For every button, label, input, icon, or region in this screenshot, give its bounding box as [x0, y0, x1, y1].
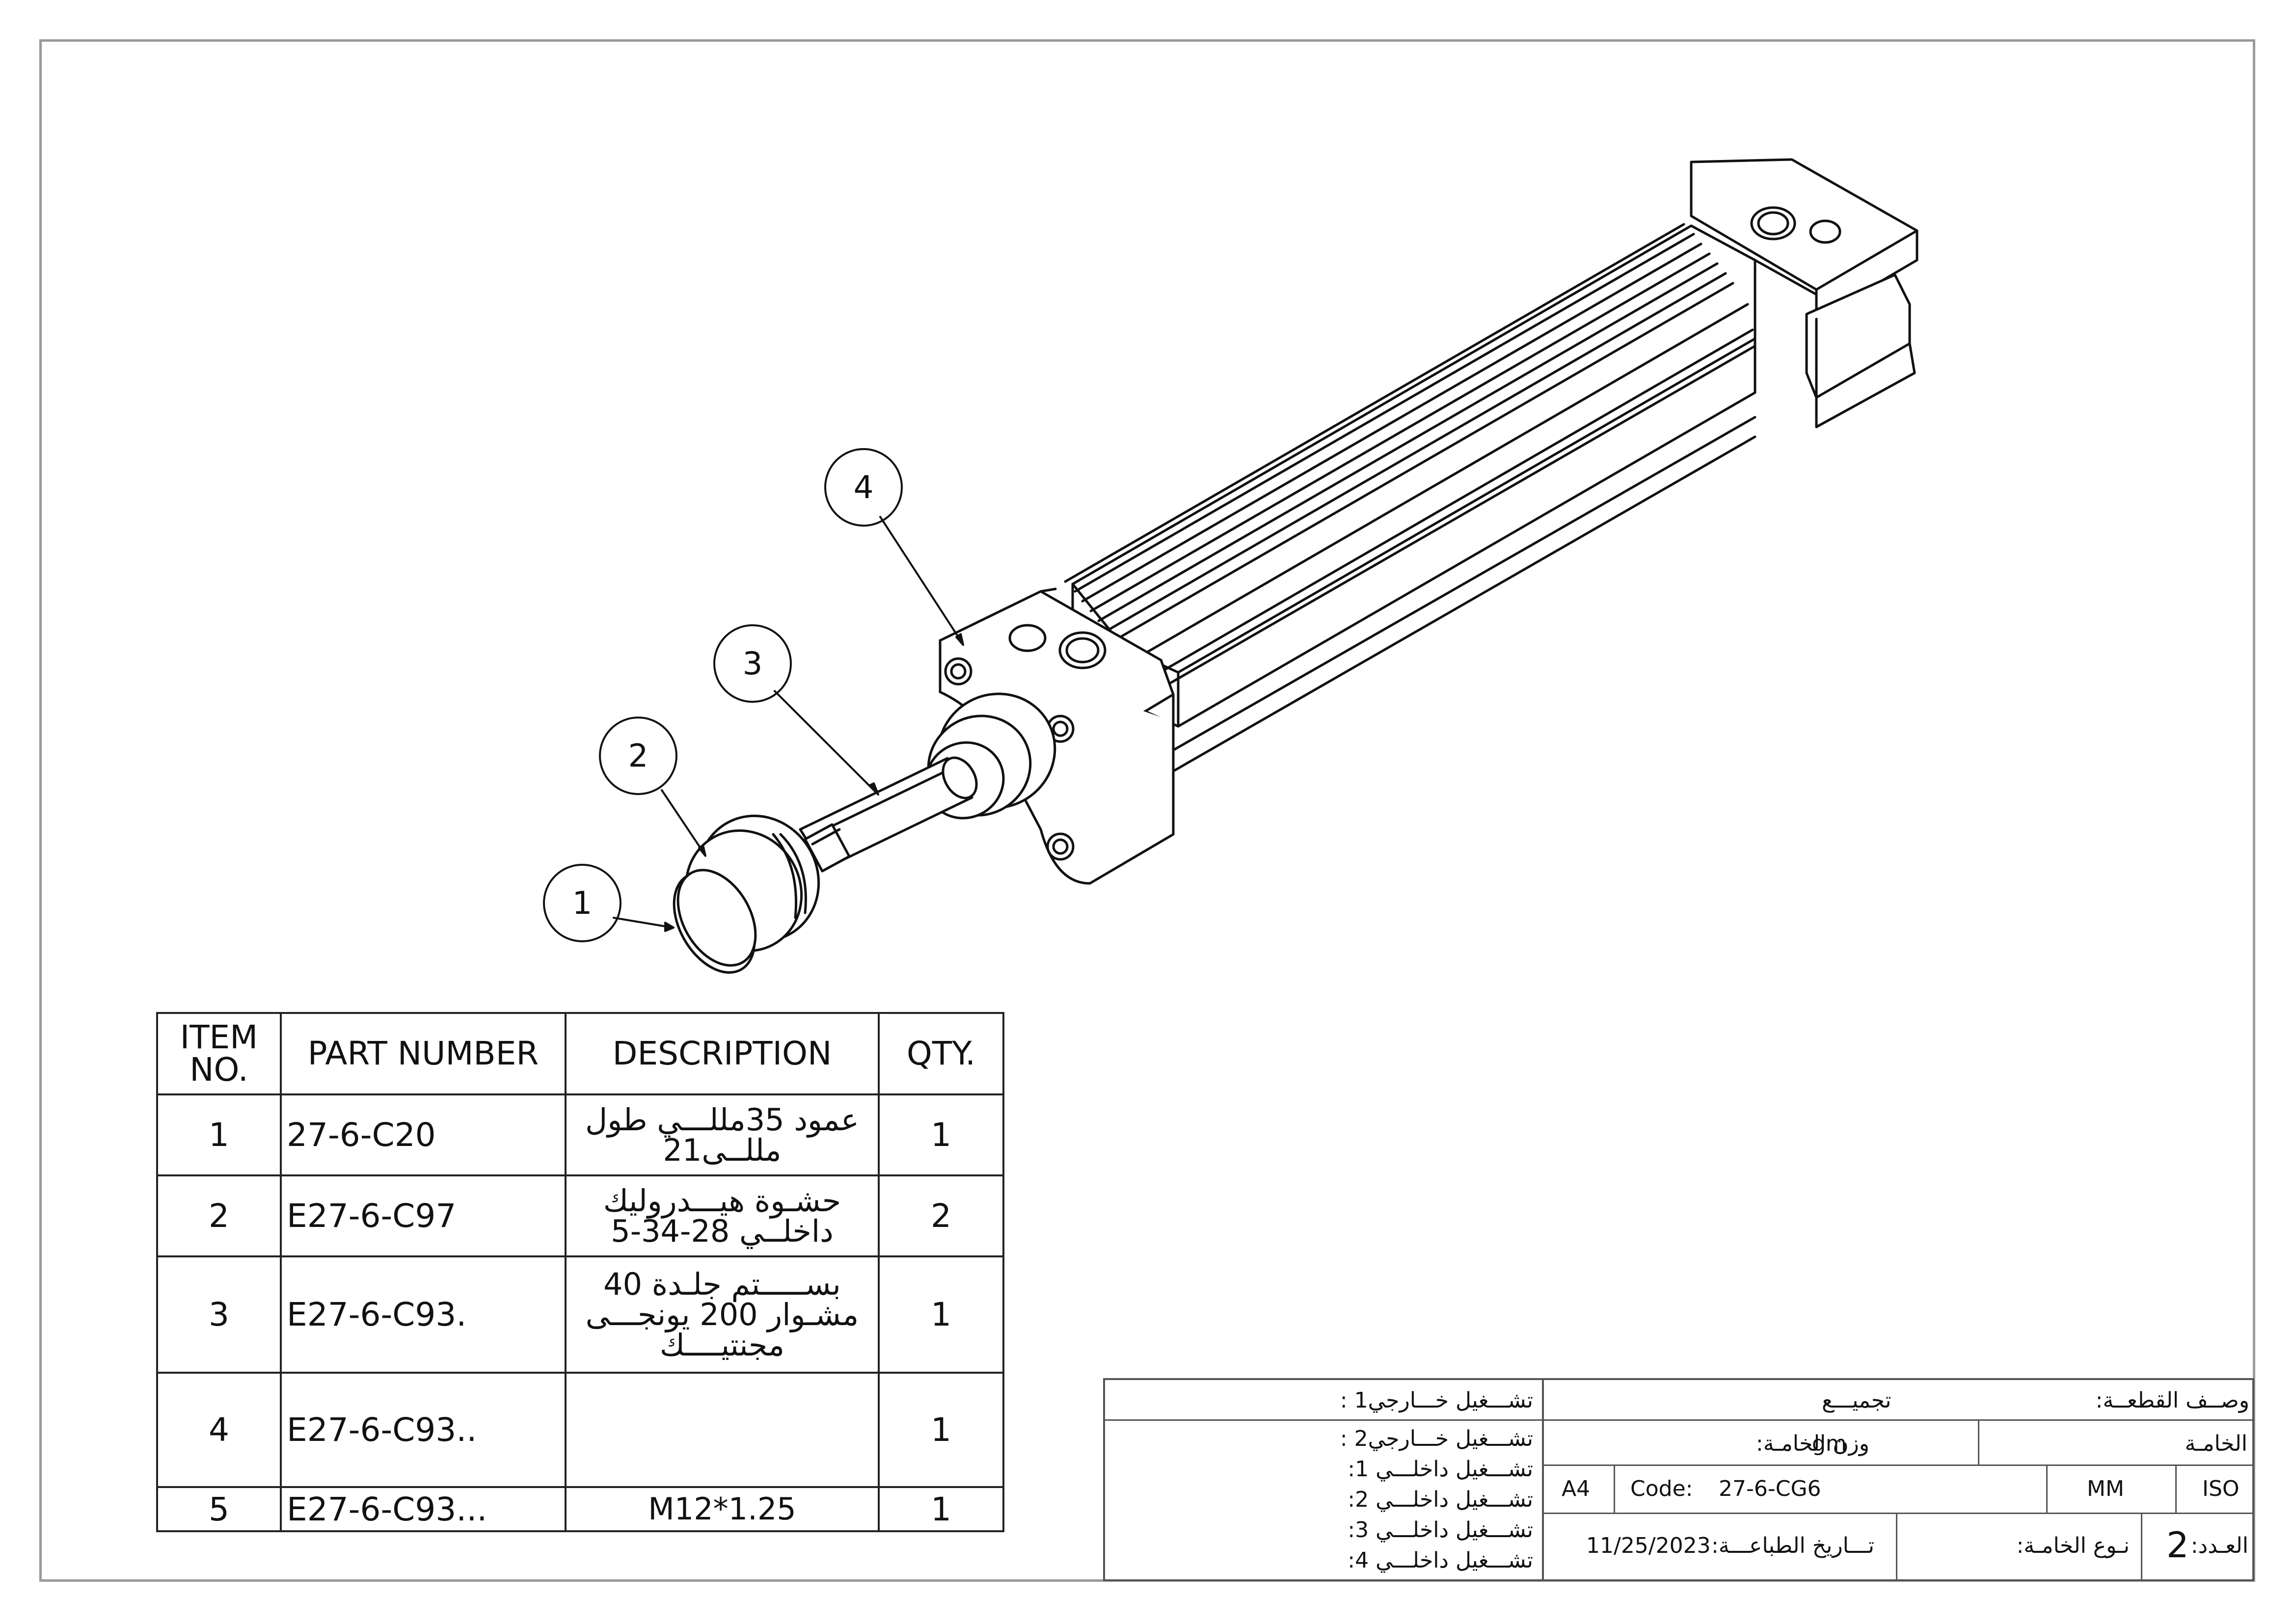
internal-operation-2: تشـــغيل داخلـــي 2: [1348, 1487, 1533, 1512]
item-cell: 1 [156, 1093, 282, 1176]
part-description-value: تجميـــع [1822, 1388, 1891, 1413]
qty-cell: 1 [878, 1372, 1004, 1488]
balloon-3-label: 3 [743, 646, 763, 682]
balloon-2-label: 2 [628, 738, 648, 774]
part-number-cell: E27-6-C93. [280, 1255, 567, 1374]
balloon-1-label: 1 [572, 885, 593, 922]
description-cell [565, 1372, 880, 1488]
piston-rod [799, 756, 978, 870]
balloon-4 [824, 448, 903, 527]
print-date-label: تـــاريخ الطباعـــة: [1711, 1533, 1874, 1558]
standard: ISO [2202, 1476, 2240, 1501]
item-cell: 5 [156, 1486, 282, 1532]
count-value: 2 [2166, 1524, 2189, 1566]
external-operation-1: تشـــغيل خـــارجي1 : [1340, 1388, 1533, 1413]
balloon-2 [599, 717, 677, 795]
part-number-cell: 27-6-C20 [280, 1093, 567, 1176]
internal-operation-4: تشـــغيل داخلـــي 4: [1348, 1548, 1533, 1573]
part-number-cell: E27-6-C97 [280, 1174, 567, 1257]
qty-cell: 1 [878, 1486, 1004, 1532]
units: MM [2087, 1476, 2124, 1501]
material-weight-label: وزن الخامـة: [1756, 1431, 1869, 1456]
print-date-value: 11/25/2023 [1586, 1533, 1711, 1558]
sheet-size: A4 [1562, 1476, 1591, 1501]
part-description-label: وصــف القطعــة: [2095, 1388, 2249, 1413]
qty-cell: 1 [878, 1093, 1004, 1176]
header-qty: QTY. [878, 1012, 1004, 1095]
balloon-4-label: 4 [854, 470, 874, 506]
cylinder-barrel [1064, 223, 1756, 787]
header-description: DESCRIPTION [565, 1012, 880, 1095]
balloon-1 [543, 864, 621, 942]
material-label: الخامـة [2185, 1431, 2248, 1456]
header-part-number: PART NUMBER [280, 1012, 567, 1095]
external-operation-2: تشـــغيل خـــارجي2 : [1340, 1426, 1533, 1451]
description-cell: M12*1.25 [565, 1486, 880, 1532]
rod-end-pad [673, 814, 851, 974]
item-cell: 4 [156, 1372, 282, 1488]
qty-cell: 1 [878, 1255, 1004, 1374]
balloon-3 [713, 624, 792, 703]
part-number-cell: E27-6-C93.. [280, 1372, 567, 1488]
table-row: 4 E27-6-C93.. 1 [156, 1372, 1004, 1488]
table-row: 5 E27-6-C93... M12*1.25 1 [156, 1486, 1004, 1532]
code-label: Code: [1630, 1476, 1693, 1501]
material-type-label: نـوع الخامـة: [2016, 1533, 2130, 1558]
item-cell: 2 [156, 1174, 282, 1257]
rear-end-cap [1690, 158, 1918, 428]
material-weight-unit: gm [1812, 1431, 1847, 1456]
title-block: تشـــغيل خـــارجي1 : تشـــغيل خـــارجي2 … [1103, 1378, 2254, 1581]
internal-operation-3: تشـــغيل داخلـــي 3: [1348, 1517, 1533, 1543]
balloon-leaders [613, 516, 964, 932]
item-cell: 3 [156, 1255, 282, 1374]
qty-cell: 2 [878, 1174, 1004, 1257]
part-number-cell: E27-6-C93... [280, 1486, 567, 1532]
internal-operation-1: تشـــغيل داخلـــي 1: [1348, 1457, 1533, 1482]
count-label: العـدد: [2190, 1533, 2248, 1558]
code-value: 27-6-CG6 [1719, 1476, 1821, 1501]
